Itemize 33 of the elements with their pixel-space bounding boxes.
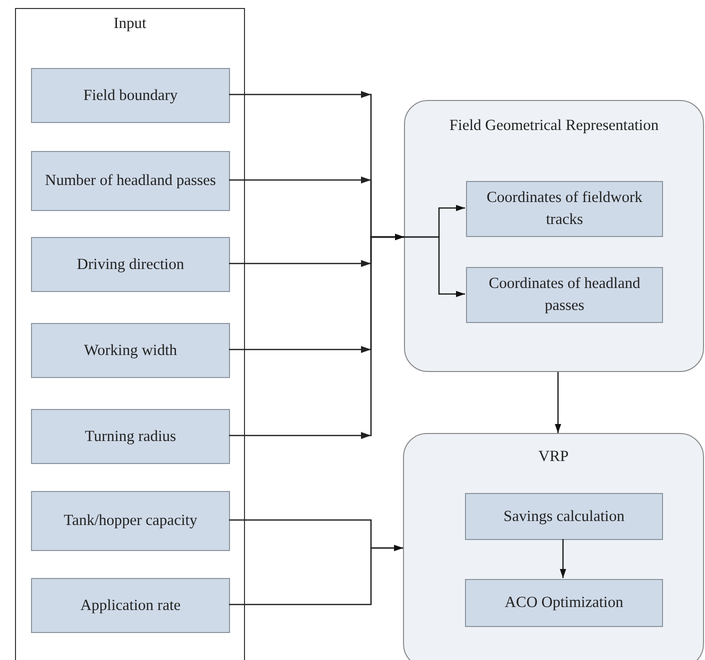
input-box xyxy=(31,409,230,464)
input-box xyxy=(31,237,230,292)
input-box xyxy=(31,578,230,633)
box-label: Field boundary xyxy=(82,86,179,106)
arrow xyxy=(229,234,404,436)
process-box xyxy=(465,579,663,627)
box-label: Driving direction xyxy=(76,254,186,275)
box-label: Coordinates of fieldwork tracks xyxy=(486,188,644,230)
box-label: Tank/hopper capacity xyxy=(62,511,198,532)
input-box xyxy=(31,491,230,551)
group-title: Field Geometrical Representation xyxy=(448,116,660,136)
box-label: Application rate xyxy=(79,596,182,616)
process-box xyxy=(465,493,663,540)
box-label: Number of headland passes xyxy=(44,171,217,192)
arrow xyxy=(560,539,566,578)
box-label: Turning radius xyxy=(84,426,178,447)
box-label: Working width xyxy=(82,340,178,361)
process-group xyxy=(403,433,704,660)
arrow xyxy=(554,372,562,433)
box-label: Savings calculation xyxy=(502,506,626,527)
box-label: Coordinates of headland passes xyxy=(488,274,642,316)
arrow xyxy=(404,236,465,298)
arrow xyxy=(229,544,403,606)
process-group xyxy=(404,100,704,372)
process-box xyxy=(466,267,663,323)
process-box xyxy=(466,181,663,237)
box-label: ACO Optimization xyxy=(504,593,624,614)
input-box xyxy=(31,68,230,123)
group-title: VRP xyxy=(537,447,570,467)
group-title: Input xyxy=(112,14,148,34)
input-panel xyxy=(15,8,245,660)
input-box xyxy=(31,151,230,211)
input-box xyxy=(31,323,230,378)
